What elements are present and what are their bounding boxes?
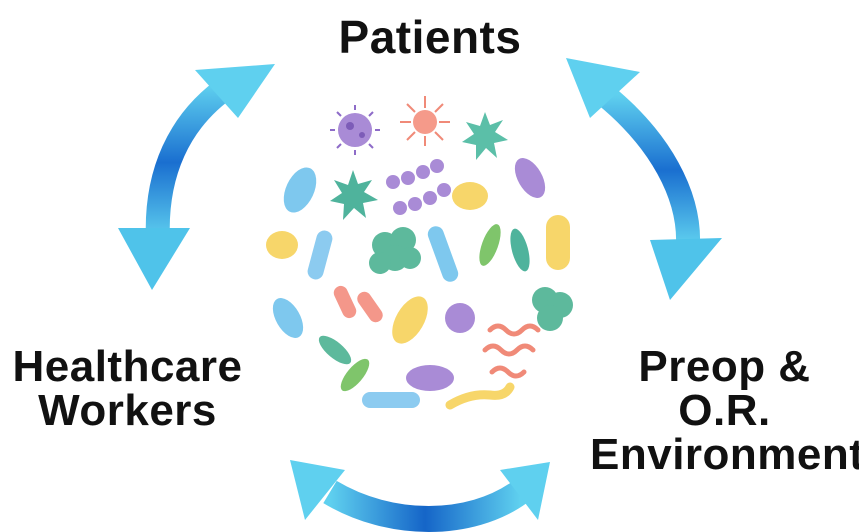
healthcare-label-line1: Healthcare [12,342,243,391]
spirochete-red-icon [482,323,541,379]
virus-purple-2-icon [445,303,475,333]
bacterium-green-3-icon [318,335,352,365]
node-label-preop-environment: Preop & O.R. Environment [590,345,859,477]
node-label-healthcare-workers: Healthcare Workers [0,345,255,433]
arrow-healthcare-preop [290,460,550,532]
cluster-green-right-icon [532,287,573,331]
bacillus-yellow-icon [546,215,570,270]
protozoa-blue-icon [283,167,317,213]
patients-label: Patients [338,11,522,63]
healthcare-label-line2: Workers [38,386,217,435]
bacterium-purple-2-icon [406,365,454,391]
arrow-patients-preop [566,58,722,300]
bacillus-blue-2-icon [427,226,459,282]
bacterium-blue-left-icon [272,298,304,338]
arrow-patients-healthcare [118,64,275,290]
cell-yellow-icon [452,182,488,210]
bacterium-purple-icon [514,158,546,198]
virus-teal-spiky-2-icon [330,170,378,220]
bacillus-red-icon [333,285,357,319]
preop-label-line2: Environment [590,430,859,479]
bacillus-blue-icon [307,230,333,280]
bacillus-blue-3-icon [362,392,420,408]
bacterium-green-2-icon [510,228,530,272]
bacillus-red-2-icon [357,291,383,323]
virus-purple-icon [330,105,380,155]
flagellate-yellow-icon [445,382,515,410]
bacterium-yellow-icon [392,296,428,344]
bacterium-green-4-icon [340,358,370,392]
microbes-illustration [266,96,573,410]
bacteria-chain-purple-icon [386,159,451,215]
virus-teal-spiky-icon [462,112,508,160]
bacterium-green-icon [479,224,501,266]
cell-yellow-left-icon [266,231,298,259]
node-label-patients: Patients [320,14,540,60]
preop-label-line1: Preop & O.R. [638,342,811,435]
virus-coral-icon [400,96,450,146]
cluster-green-icon [369,227,421,274]
